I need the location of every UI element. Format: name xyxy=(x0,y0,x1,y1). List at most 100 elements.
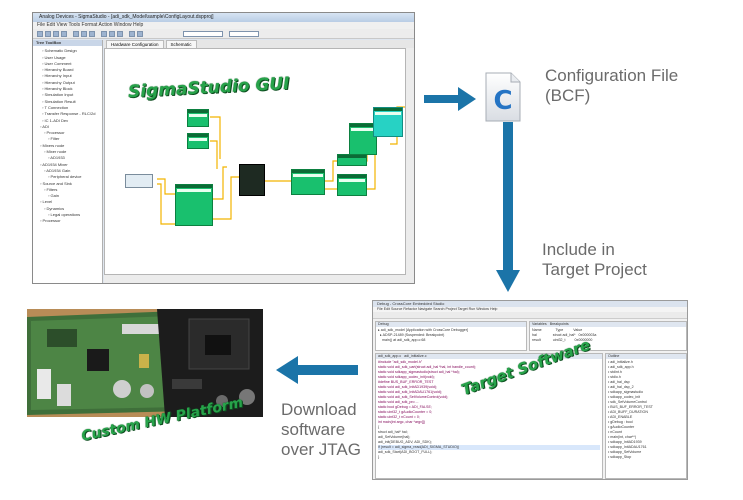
tree-item[interactable]: ▫ Filter xyxy=(48,136,60,142)
code-line: } xyxy=(378,455,380,459)
tree-item[interactable]: ▫ Schematic Design xyxy=(42,48,77,54)
tree-item[interactable]: ▫ Simulation Result xyxy=(42,98,76,104)
outline-item[interactable]: • gDebug : bool xyxy=(608,420,633,424)
schematic-block[interactable] xyxy=(337,174,367,196)
tree-item[interactable]: ▫ Hierarchy Input xyxy=(42,73,72,79)
code-line: if (result = adi_sigma_read(ADI_SIGMA_ST… xyxy=(378,445,600,450)
debug-pane[interactable]: Debug ▸ adi_sdk_model [Application with … xyxy=(375,321,527,351)
outline-item[interactable]: • nCount xyxy=(608,430,622,434)
outline-item[interactable]: • adi_sdk_app.h xyxy=(608,365,634,369)
schematic-input-block[interactable] xyxy=(125,174,153,188)
arrow-down xyxy=(496,122,520,292)
schematic-block[interactable] xyxy=(175,184,213,226)
outline-item[interactable]: • sdkapp_InitAD1939 xyxy=(608,440,642,444)
code-line: static void adi_sdk_InitAD1939(void); xyxy=(378,385,438,389)
outline-item[interactable]: • sdkapp_SetVolume xyxy=(608,450,642,454)
tree-item[interactable]: ▫ ADI xyxy=(40,123,49,129)
schematic-block[interactable] xyxy=(239,164,265,196)
code-line: struct adi_hal* hal; xyxy=(378,430,408,434)
schematic-block[interactable] xyxy=(349,123,377,155)
code-line: adi_sdk_Start(ADI_BOOT_FULL); xyxy=(378,450,433,454)
arrow-right xyxy=(424,87,476,111)
outline-item[interactable]: • sdkapp_codec_init xyxy=(608,395,641,399)
sigmastudio-title-bar: Analog Devices - SigmaStudio - [adi_sdk_… xyxy=(33,13,414,22)
sigmastudio-window: Analog Devices - SigmaStudio - [adi_sdk_… xyxy=(32,12,415,284)
ide-window: Debug - CrossCore Embedded Studio File E… xyxy=(372,300,688,480)
outline-item[interactable]: • ADI_ENABLE xyxy=(608,415,633,419)
ide-toolbar[interactable] xyxy=(373,312,687,319)
code-line: #define BUS_BUF_ERROR_TEST xyxy=(378,380,434,384)
tree-item[interactable]: ▫ T Connection xyxy=(42,104,69,110)
tree-item[interactable]: ▫ Transfer Response - RLC/2d xyxy=(42,111,96,117)
download-label: Download software over JTAG xyxy=(281,400,361,459)
tree-item[interactable]: ▫ Processor xyxy=(44,130,65,136)
outline-item[interactable]: • adi_hal_dsp xyxy=(608,380,630,384)
schematic-block[interactable] xyxy=(373,107,403,137)
outline-item[interactable]: • stdio.h xyxy=(608,375,621,379)
outline-item[interactable]: • stdint.h xyxy=(608,370,622,374)
tree-item[interactable]: ▫ Hierarchy Output xyxy=(42,79,75,85)
sigmastudio-toolbar[interactable] xyxy=(33,29,414,39)
code-line: static void adi_sdk_InitADAU1761(void); xyxy=(378,390,443,394)
outline-item[interactable]: • gAudioCounter xyxy=(608,425,635,429)
outline-item[interactable]: • BUS_BUF_ERROR_TEST xyxy=(608,405,653,409)
tree-item[interactable]: ▫ Mixer node xyxy=(44,149,67,155)
tree-item[interactable]: ▫ Level xyxy=(40,199,53,205)
tree-item[interactable]: ▫ Mixers node xyxy=(40,142,65,148)
tree-item[interactable]: ▫ Peripheral device xyxy=(48,174,82,180)
tab-hardware-configuration[interactable]: Hardware Configuration xyxy=(106,40,164,49)
ide-menu-bar[interactable]: File Edit Source Refactor Navigate Searc… xyxy=(373,307,687,312)
tree-item[interactable]: ▫ AD1934 Mixer xyxy=(40,161,68,167)
sigmastudio-menu-bar[interactable]: File Edit View Tools Format Action Windo… xyxy=(33,22,414,29)
horizontal-scrollbar[interactable] xyxy=(104,275,414,283)
tree-item[interactable]: ▫ Legal operations xyxy=(48,212,81,218)
tree-item[interactable]: ▫ Gain xyxy=(48,193,59,199)
code-editor[interactable]: adi_sdk_app.c adi_initialize.c #include … xyxy=(375,353,603,479)
include-in-target-label: Include in Target Project xyxy=(542,240,647,279)
code-line: #include "adi_sdk_model.h" xyxy=(378,360,423,364)
tree-item[interactable]: ▫ User Usage xyxy=(42,54,66,60)
schematic-block[interactable] xyxy=(291,169,325,195)
code-line: static void adi_sdk_uart(struct adi_hal … xyxy=(378,365,476,369)
outline-item[interactable]: • adi_initialize.h xyxy=(608,360,633,364)
outline-item[interactable]: • sdkapp_Stop xyxy=(608,455,632,459)
tree-item[interactable]: ▫ AD1934 Gain xyxy=(44,167,71,173)
tree-item[interactable]: ▫ Dynamics xyxy=(44,205,65,211)
tree-item[interactable]: ▫ Processor xyxy=(40,218,61,224)
schematic-block[interactable] xyxy=(187,133,209,149)
tab-schematic[interactable]: Schematic xyxy=(165,40,197,49)
outline-item[interactable]: • sdk_SetVolumeControl xyxy=(608,400,647,404)
code-line: static void adi_sdk_SetVolumeControl(voi… xyxy=(378,395,449,399)
tree-item[interactable]: ▫ Filters xyxy=(44,186,58,192)
config-file-label: Configuration File (BCF) xyxy=(545,66,679,105)
vertical-scrollbar[interactable] xyxy=(406,48,414,275)
tree-item[interactable]: ▫ Hierarchy Board xyxy=(42,67,74,73)
code-line: static void sdkapp_sigmastudio(struct ad… xyxy=(378,370,460,374)
outline-item[interactable]: • sdkapp_InitADAU1761 xyxy=(608,445,647,449)
ide-title-bar: Debug - CrossCore Embedded Studio xyxy=(373,301,687,307)
outline-item[interactable]: • sdkapp_sigmastudio xyxy=(608,390,644,394)
outline-pane[interactable]: Outline • adi_initialize.h• adi_sdk_app.… xyxy=(605,353,687,479)
tree-item[interactable]: ▫ User Comment xyxy=(42,60,72,66)
tree-item[interactable]: ▫ Simulation Input xyxy=(42,92,74,98)
tree-item[interactable]: ▫ AD1933 xyxy=(48,155,65,161)
hardware-board-photo xyxy=(27,309,263,417)
code-line: static void adi_sdk_pro ... xyxy=(378,400,419,404)
svg-text:C: C xyxy=(493,86,512,116)
schematic-block[interactable] xyxy=(337,154,367,166)
variables-pane[interactable]: Variables Breakpoints Name Type Value ha… xyxy=(529,321,687,351)
outline-item[interactable]: • adi_hal_dsp_2 xyxy=(608,385,634,389)
schematic-block[interactable] xyxy=(187,109,209,127)
code-line: static uint32_t gAudioCounter = 0; xyxy=(378,410,433,414)
schematic-canvas[interactable] xyxy=(104,48,406,275)
arrow-left xyxy=(276,356,358,384)
tree-item[interactable]: ▫ Hierarchy Block xyxy=(42,86,73,92)
tree-item[interactable]: ▫ Source and Sink xyxy=(40,180,72,186)
outline-item[interactable]: • ADI_BUFF_DURATION xyxy=(608,410,648,414)
code-line: adi_init(DEBUG_ADV, ADI_SDK); xyxy=(378,440,432,444)
tree-header: Tree ToolBox xyxy=(33,40,102,47)
tree-item[interactable]: ▫ IC 1-ADI Dev xyxy=(42,117,69,123)
outline-item[interactable]: • main(int, char**) xyxy=(608,435,637,439)
toolbox-tree[interactable]: Tree ToolBox▫ Schematic Design▫ User Usa… xyxy=(33,40,103,283)
